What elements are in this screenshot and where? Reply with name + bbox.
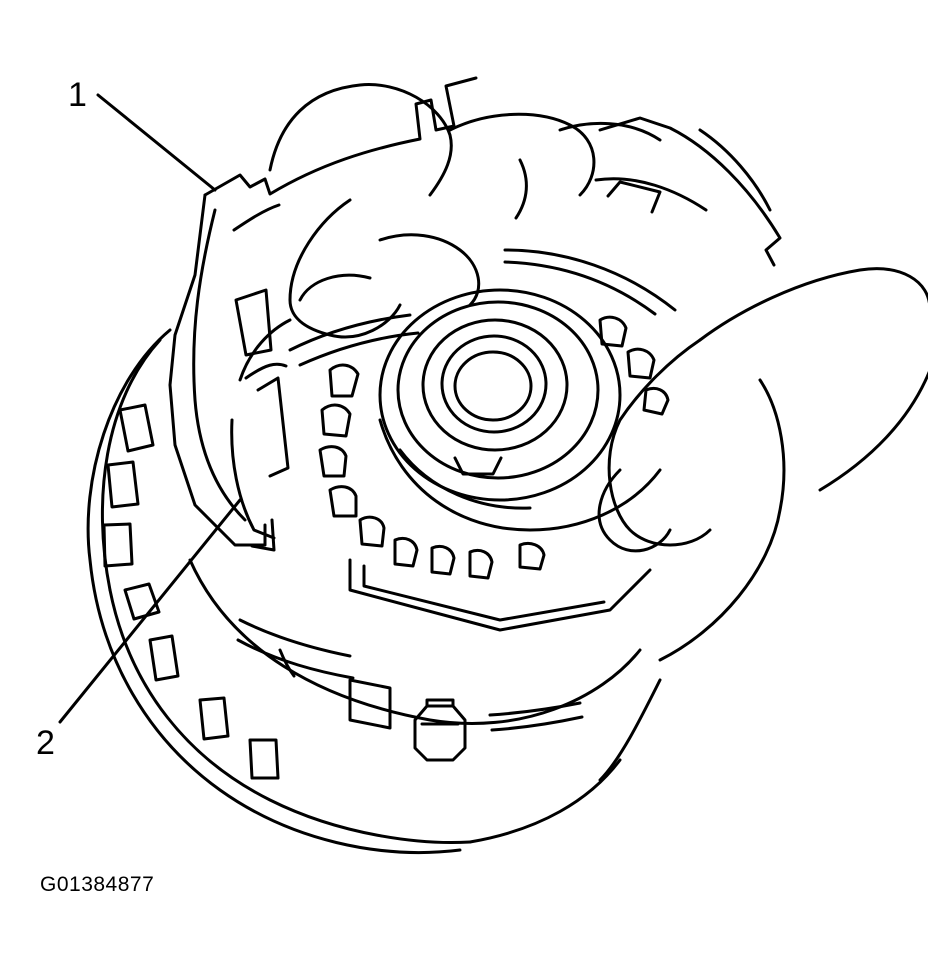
waved-plate-outline — [230, 313, 420, 552]
callout-label-1: 1 — [68, 76, 87, 114]
housing-outline — [86, 328, 642, 854]
hand-outline — [268, 83, 928, 782]
hub-assembly — [318, 248, 677, 632]
clutch-plate-outline — [168, 76, 782, 547]
figure-id: G01384877 — [40, 873, 155, 896]
leader-line-1 — [96, 93, 217, 192]
callout-label-2: 2 — [36, 724, 55, 762]
bolt-icon — [413, 698, 467, 762]
leader-line-2 — [58, 498, 242, 724]
